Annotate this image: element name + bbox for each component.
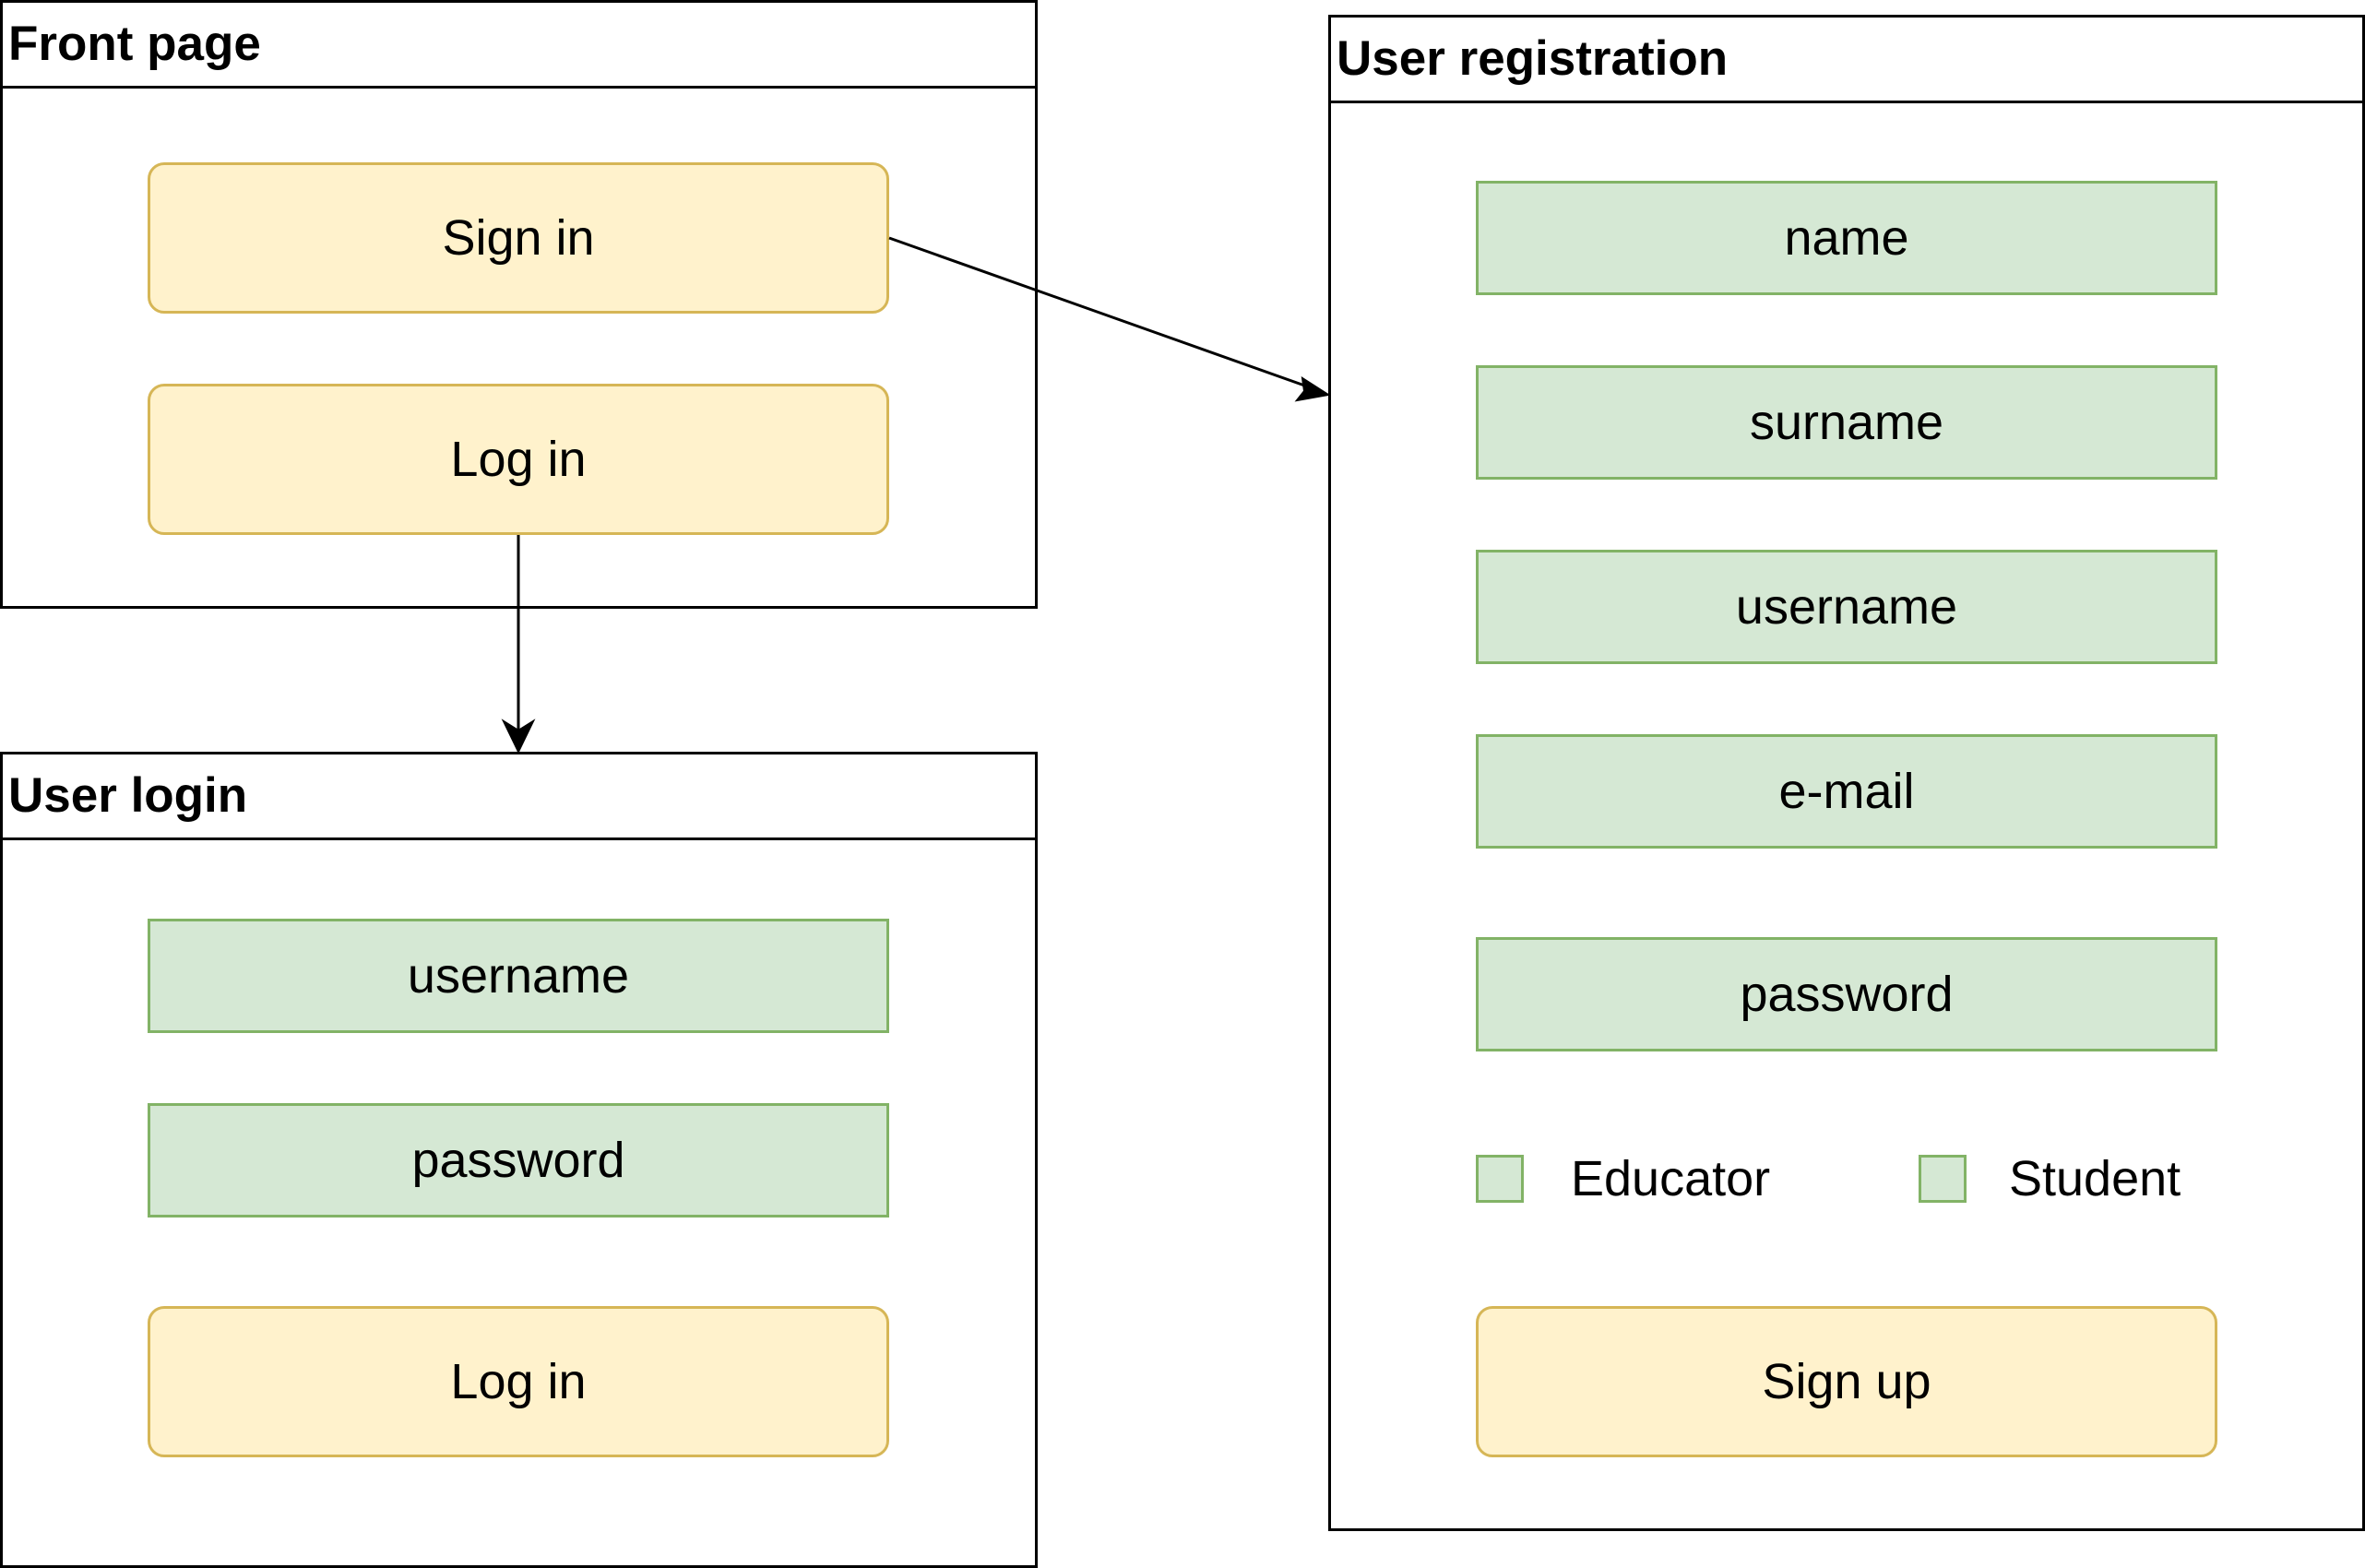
login-password-field[interactable]: password [148, 1103, 889, 1218]
registration-surname-field[interactable]: surname [1476, 365, 2217, 480]
student-label: Student [2009, 1151, 2181, 1206]
user-login-title: User login [3, 754, 1035, 840]
front-page-title: Front page [3, 3, 1035, 89]
log-in-button[interactable]: Log in [148, 384, 889, 535]
sign-up-button[interactable]: Sign up [1476, 1306, 2217, 1457]
user-registration-title: User registration [1331, 18, 2362, 103]
registration-email-field[interactable]: e-mail [1476, 734, 2217, 849]
registration-password-field[interactable]: password [1476, 937, 2217, 1051]
login-username-field[interactable]: username [148, 919, 889, 1033]
arrowhead-registration [1294, 375, 1331, 402]
arrowhead-login [501, 719, 536, 754]
educator-label: Educator [1571, 1151, 1771, 1206]
educator-checkbox[interactable] [1476, 1155, 1524, 1203]
login-submit-button[interactable]: Log in [148, 1306, 889, 1457]
registration-username-field[interactable]: username [1476, 550, 2217, 664]
sign-in-button[interactable]: Sign in [148, 162, 889, 314]
student-checkbox[interactable] [1919, 1155, 1967, 1203]
registration-name-field[interactable]: name [1476, 181, 2217, 295]
